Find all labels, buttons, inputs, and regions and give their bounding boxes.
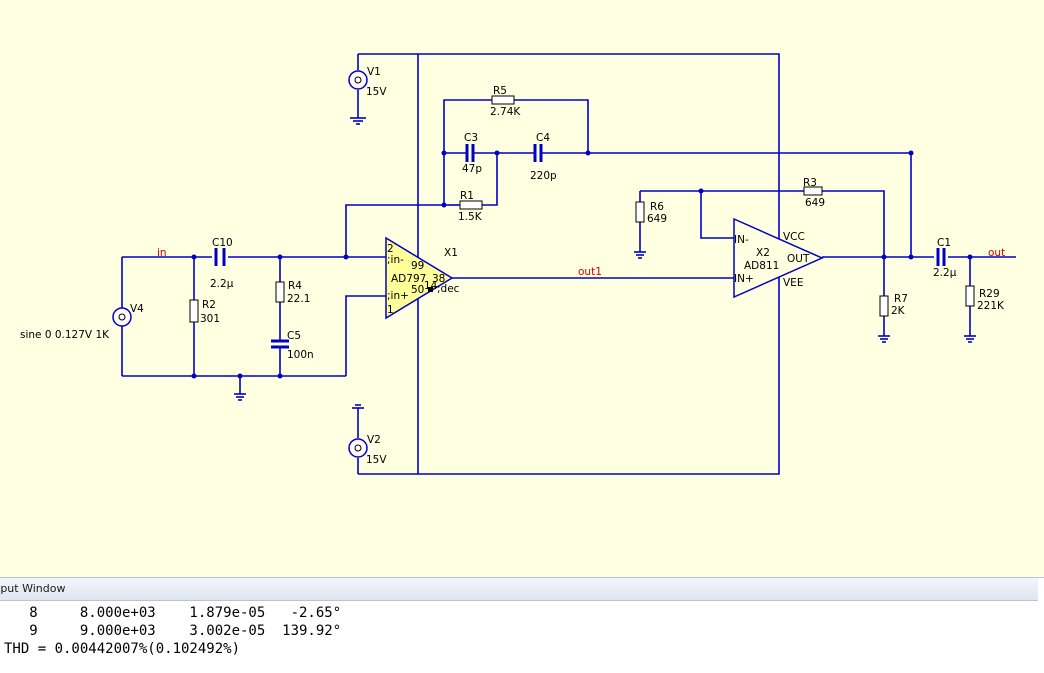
r1-value: 1.5K [458,211,483,223]
net-label-out: out [988,247,1005,259]
capacitor-c4[interactable]: C4 220p [530,132,557,182]
v4-name: V4 [130,303,144,315]
x1-pin-dec: ;dec [437,283,460,295]
ground-icon [350,117,366,125]
ground-icon [234,393,246,401]
c4-name: C4 [536,132,550,144]
x1-pin-2: 2 [387,243,394,255]
x2-model: AD811 [744,260,779,272]
output-line: THD = 0.00442007%(0.102492%) [4,641,241,657]
x2-pin-vcc: VCC [783,231,805,243]
c5-name: C5 [287,330,301,342]
x1-name: X1 [444,247,458,259]
net-label-in: in [157,247,167,259]
capacitor-c5[interactable]: C5 100n [271,330,314,361]
schematic-canvas[interactable]: V1 15V V2 15V [0,0,1044,577]
c3-value: 47p [462,163,482,175]
voltage-source-v1[interactable]: V1 15V [348,66,387,98]
input-wires [121,204,448,394]
r3-value: 649 [805,197,825,209]
capacitor-c10[interactable]: C10 2.2µ [210,237,234,290]
c5-value: 100n [287,349,314,361]
resistor-r3[interactable]: R3 649 [803,177,825,209]
v4-value: sine 0 0.127V 1K [20,329,110,341]
x1-pin-in-plus: ;in+ [387,290,409,302]
x2-wires [639,190,934,336]
x2-name: X2 [756,247,770,259]
c10-name: C10 [212,237,233,249]
r2-value: 301 [200,313,220,325]
x1-pin-in-minus: ;in- [387,254,404,266]
output-window-title: tput Window [0,578,1038,601]
r6-value: 649 [647,213,667,225]
r29-name: R29 [979,288,1000,300]
c1-value: 2.2µ [933,267,957,279]
r4-value: 22.1 [287,293,310,305]
voltage-source-v4[interactable]: V4 sine 0 0.127V 1K [20,303,144,341]
resistor-r7[interactable]: R7 2K [879,293,908,317]
ground-icon [964,335,976,343]
ground-icon [878,335,890,343]
opamp-x2-ad811[interactable]: IN- IN+ X2 AD811 VCC OUT VEE [733,217,824,299]
r4-name: R4 [288,280,302,292]
output-window[interactable]: tput Window 8 8.000e+03 1.879e-05 -2.65°… [0,577,1044,673]
x2-pin-out: OUT [787,253,810,265]
r6-name: R6 [650,201,664,213]
r7-name: R7 [894,293,908,305]
x1-pin-14: 14 [424,280,438,292]
c3-name: C3 [464,132,478,144]
r5-value: 2.74K [490,106,521,118]
r5-name: R5 [493,85,507,97]
x2-pin-in-plus: IN+ [734,273,754,285]
output-window-text[interactable]: 8 8.000e+03 1.879e-05 -2.65° 9 9.000e+03… [0,601,1044,658]
feedback-wires [443,99,912,257]
opamp-x1-ad797[interactable]: 2 ;in- 99 AD797 38 50 14 ;dec ;in+ 1 X1 [385,236,460,320]
c10-value: 2.2µ [210,278,234,290]
v1-name: V1 [367,66,381,78]
r29-value: 221K [977,300,1005,312]
v2-name: V2 [367,434,381,446]
x2-pin-in-minus: IN- [734,234,749,246]
capacitor-c1[interactable]: C1 2.2µ [933,237,957,279]
v2-value: 15V [366,454,387,466]
capacitor-c3[interactable]: C3 47p [462,132,482,175]
v1-value: 15V [366,86,387,98]
ground-icon [352,404,364,409]
x1-pin-99: 99 [411,260,424,272]
x1-pin-50: 50 [411,284,424,296]
net-label-out1: out1 [578,266,602,278]
x1-model: AD797 [391,273,426,285]
x1-pin-1: 1 [387,304,394,316]
resistor-r4[interactable]: R4 22.1 [275,280,310,305]
resistor-r29[interactable]: R29 221K [965,285,1005,312]
resistor-r2[interactable]: R2 301 [189,299,220,325]
output-line: 8 8.000e+03 1.879e-05 -2.65° [4,605,342,621]
ground-icon [634,251,646,259]
r1-name: R1 [460,190,474,202]
resistor-r5[interactable]: R5 2.74K [490,85,521,118]
output-line: 9 9.000e+03 3.002e-05 139.92° [4,623,342,639]
resistor-r1[interactable]: R1 1.5K [448,190,483,223]
output-wires [948,256,1016,336]
c1-name: C1 [937,237,951,249]
voltage-source-v2[interactable]: V2 15V [348,434,387,466]
x1-pin-38: 38 [432,273,445,285]
resistor-r6[interactable]: R6 649 [635,201,667,225]
r7-value: 2K [891,305,906,317]
c4-value: 220p [530,170,557,182]
x2-pin-vee: VEE [783,277,803,289]
r3-name: R3 [803,177,817,189]
r2-name: R2 [202,299,216,311]
